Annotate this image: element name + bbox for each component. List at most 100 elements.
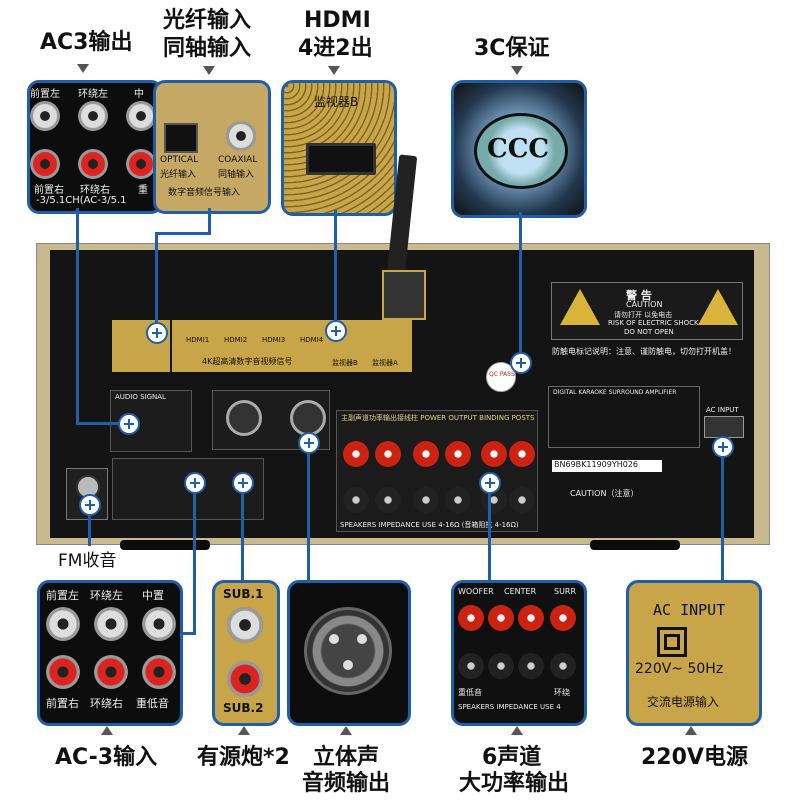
label-hdmi-line2: 4进2出 <box>298 36 373 61</box>
connector-line <box>76 422 130 425</box>
binding-post-black-icon <box>445 487 471 513</box>
warning-box: 警 告 CAUTION 请勿打开 以免电击 RISK OF ELECTRIC S… <box>551 282 743 340</box>
crosshair-icon <box>79 494 101 516</box>
arrow-icon <box>238 726 250 735</box>
label-fm: FM收音 <box>58 551 117 571</box>
warning-cn: 请勿打开 以免电击 <box>614 311 673 319</box>
ccc-thumbnail: CCC <box>451 80 587 218</box>
woofer-label: WOOFER <box>458 587 494 596</box>
ac-input-small: AC INPUT <box>706 406 739 414</box>
arrow-icon <box>685 726 697 735</box>
connector-line <box>334 210 337 330</box>
arrow-icon <box>511 726 523 735</box>
binding-posts-area: 主副声道功率输出接线柱 POWER OUTPUT BINDING POSTS <box>336 410 538 532</box>
warning-triangle-icon <box>698 289 738 325</box>
ac3-label: 前置左 <box>30 89 60 100</box>
speakers-bottom-label: SPEAKERS IMPEDANCE USE 4-16Ω (音箱阻抗 4-16Ω… <box>340 521 519 529</box>
binding-post-red-icon <box>481 441 507 467</box>
hdmi-thumbnail: 监视器B <box>281 80 397 216</box>
optical-coaxial-thumbnail: OPTICAL COAXIAL 光纤输入 同轴输入 数字音频信号输入 <box>153 80 271 214</box>
surr-cn-label: 环绕 <box>554 688 570 697</box>
ac3-label: 环绕左 <box>78 89 108 100</box>
connector-line <box>155 232 211 235</box>
rca-jack-icon <box>94 655 128 689</box>
binding-post-black-icon <box>375 487 401 513</box>
label-ac3-in: AC-3输入 <box>55 745 158 770</box>
binding-post-black-icon <box>458 653 484 679</box>
ac3-label: 前置右 <box>34 185 64 196</box>
ac3-label: -3/5.1CH(AC-3/5.1 <box>36 195 127 206</box>
risk-label: RISK OF ELECTRIC SHOCK <box>608 319 699 327</box>
optical-cn-label: 光纤输入 <box>160 170 197 180</box>
label-power: 220V电源 <box>641 745 748 770</box>
rca-jack-icon <box>78 101 108 131</box>
xlr-thumbnail <box>287 580 411 726</box>
rca-jack-icon <box>94 607 128 641</box>
rca-jack-icon <box>227 607 263 643</box>
label-stereo-line2: 音频输出 <box>302 771 391 796</box>
binding-post-red-icon <box>458 605 484 631</box>
connector-line <box>155 232 158 334</box>
label-six-ch-line1: 6声道 <box>482 745 542 770</box>
do-not-open: DO NOT OPEN <box>624 328 674 336</box>
caution-box-label: CAUTION（注意） <box>570 489 639 498</box>
spec-block: DIGITAL KARAOKE SURROUND AMPLIFIER <box>548 386 700 448</box>
digital-amp-label: DIGITAL KARAOKE SURROUND AMPLIFIER <box>553 389 677 396</box>
hdmi2-label: HDMI2 <box>224 336 248 344</box>
xlr-jack-icon <box>226 400 262 436</box>
label-ccc: 3C保证 <box>474 36 550 61</box>
subwoofer-thumbnail: SUB.1 SUB.2 <box>212 580 280 726</box>
warning-triangle-icon <box>560 289 600 325</box>
antenna-base <box>382 270 426 320</box>
monitor-a-small: 监视器A <box>372 359 398 367</box>
crosshair-icon <box>325 320 347 342</box>
speakers-impedance-label: SPEAKERS IMPEDANCE USE 4 <box>458 703 561 711</box>
six-channel-thumbnail: WOOFER CENTER SURR 重低音 环绕 SPEAKERS IMPED… <box>451 580 587 726</box>
ac3in-label: 前置右 <box>46 697 79 710</box>
power-socket-icon <box>704 416 744 438</box>
binding-post-black-icon <box>413 487 439 513</box>
optical-port-icon <box>164 123 198 153</box>
qc-label: QC PASS <box>489 371 515 378</box>
coaxial-cn-label: 同轴输入 <box>218 170 255 180</box>
woofer-cn-label: 重低音 <box>458 688 482 697</box>
ac-input-label: AC INPUT <box>653 601 726 619</box>
ac3-label: 中 <box>134 89 144 100</box>
rca-jack-icon <box>46 655 80 689</box>
crosshair-icon <box>118 413 140 435</box>
arrow-icon <box>203 66 215 75</box>
binding-post-red-icon <box>509 441 535 467</box>
hdmi4-label: HDMI4 <box>300 336 324 344</box>
crosshair-icon <box>712 436 734 458</box>
xlr-jack-icon <box>290 400 326 436</box>
binding-post-red-icon <box>343 441 369 467</box>
rca-jack-icon <box>142 607 176 641</box>
crosshair-icon <box>479 472 501 494</box>
serial-label: BN69BK11909YH026 <box>554 460 639 469</box>
ac3-label: 重 <box>138 185 148 196</box>
crosshair-icon <box>510 352 532 374</box>
ac3-label: 环绕右 <box>80 185 110 196</box>
binding-post-black-icon <box>343 487 369 513</box>
binding-post-red-icon <box>375 441 401 467</box>
ccc-logo-icon: CCC <box>474 113 568 189</box>
hdmi-port-icon <box>306 143 376 175</box>
rca-jack-icon <box>126 101 156 131</box>
rca-jack-icon <box>227 661 263 697</box>
arrow-icon <box>511 66 523 75</box>
serial-sticker: BN69BK11909YH026 <box>552 460 662 472</box>
crosshair-icon <box>184 472 206 494</box>
hdmi-4k-label: 4K超高清数字音视频信号 <box>202 357 293 366</box>
arrow-icon <box>328 66 340 75</box>
ac3-input-thumbnail: 前置左 环绕左 中置 前置右 环绕右 重低音 <box>37 580 183 726</box>
hdmi-strip: HDMI1 HDMI2 HDMI3 HDMI4 4K超高清数字音视频信号 监视器… <box>172 320 412 372</box>
monitor-b-label: 监视器B <box>314 95 359 109</box>
sub2-label: SUB.2 <box>223 701 264 715</box>
xlr-connector-icon <box>304 607 392 695</box>
ac3in-label: 环绕右 <box>90 697 123 710</box>
surr-label: SURR <box>554 587 577 596</box>
binding-post-black-icon <box>509 487 535 513</box>
warning-note: 防触电标记说明：注意、谨防触电，切勿打开机盖！ <box>552 347 736 356</box>
rca-jack-icon <box>126 149 156 179</box>
ac-voltage-label: 220V~ 50Hz <box>635 661 724 677</box>
